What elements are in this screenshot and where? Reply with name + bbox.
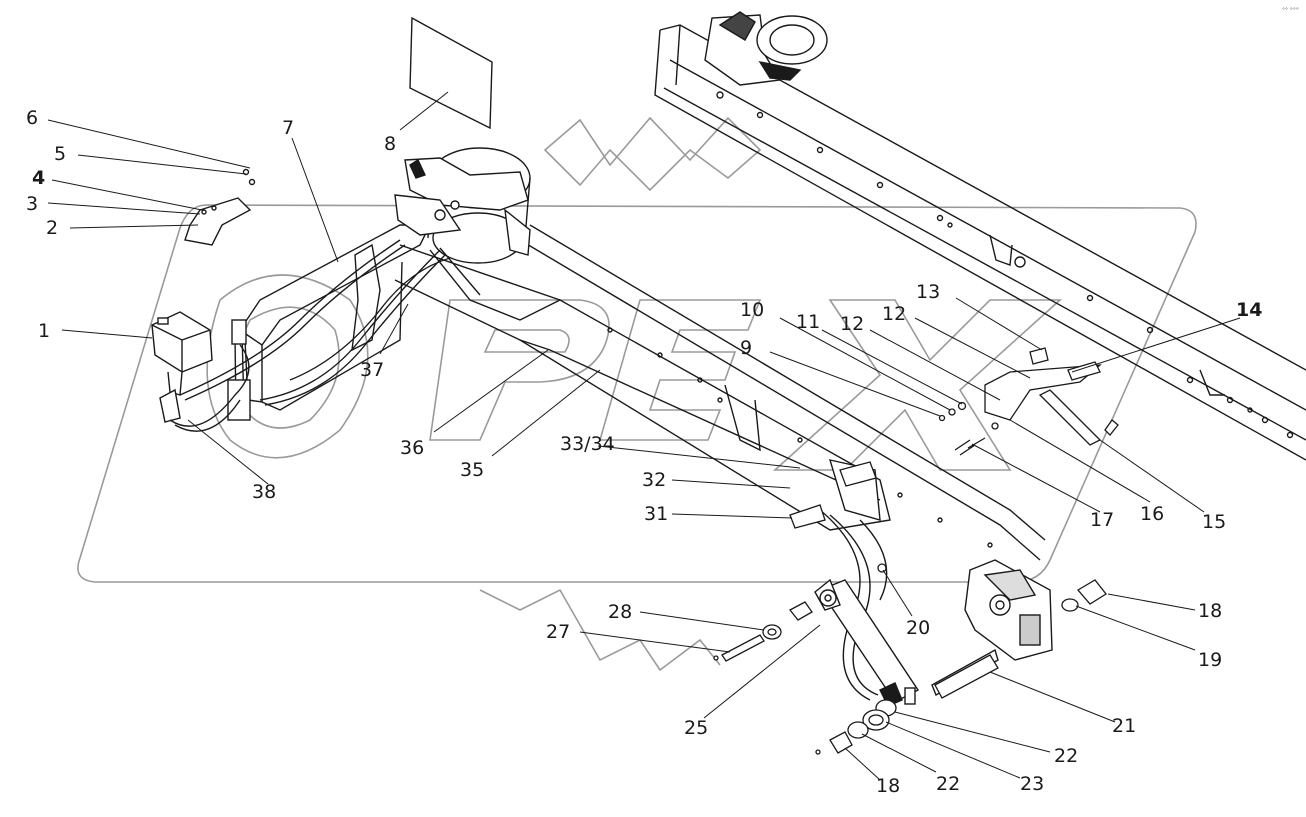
callout-35: 35 (460, 459, 484, 481)
callout-12b: 12 (882, 303, 906, 325)
tilt-frame (227, 224, 432, 421)
callout-31: 31 (644, 503, 668, 525)
callout-37: 37 (360, 359, 384, 381)
callout-25: 25 (684, 717, 708, 739)
callout-20: 20 (906, 617, 930, 639)
callout-22a: 22 (1054, 745, 1078, 767)
callout-6: 6 (26, 107, 38, 129)
callout-27: 27 (546, 621, 570, 643)
callout-36: 36 (400, 437, 424, 459)
tilt-cylinder-25 (814, 578, 920, 707)
callout-11: 11 (796, 311, 820, 333)
callout-23: 23 (1020, 773, 1044, 795)
callout-16: 16 (1140, 503, 1164, 525)
callout-9: 9 (740, 337, 752, 359)
callout-2: 2 (46, 217, 58, 239)
callout-32: 32 (642, 469, 666, 491)
callout-15: 15 (1202, 511, 1226, 533)
corner-mark: °° °°° (1282, 7, 1299, 14)
callout-8: 8 (384, 133, 396, 155)
upper-air-spring-assembly (704, 11, 828, 86)
callout-18a: 18 (1198, 600, 1222, 622)
lower-hinge-bracket (931, 559, 1053, 697)
callout-22b: 22 (936, 773, 960, 795)
hydraulic-pump-assembly (394, 147, 531, 264)
callout-3: 3 (26, 193, 38, 215)
callout-7: 7 (282, 117, 294, 139)
callout-21: 21 (1112, 715, 1136, 737)
callout-38: 38 (252, 481, 276, 503)
callout-17: 17 (1090, 509, 1114, 531)
callout-10: 10 (740, 299, 764, 321)
leader-lines (47, 91, 1241, 781)
callout-12a: 12 (840, 313, 864, 335)
callout-4: 4 (32, 167, 45, 189)
callout-18b: 18 (876, 775, 900, 797)
part-8-plate (409, 16, 493, 130)
callout-13: 13 (916, 281, 940, 303)
callout-5: 5 (54, 143, 66, 165)
main-lift-rail (394, 224, 1046, 561)
callout-labels: 1 2 3 4 5 6 7 8 9 10 11 12 12 13 14 15 1… (26, 107, 1262, 797)
callout-1: 1 (38, 320, 50, 342)
callout-19: 19 (1198, 649, 1222, 671)
callout-28: 28 (608, 601, 632, 623)
frame-rail-right (654, 24, 1306, 461)
callout-33-34: 33/34 (560, 433, 615, 455)
reservoir-and-bracket (151, 168, 256, 423)
small-hardware (713, 347, 1119, 755)
callout-14: 14 (1236, 299, 1262, 321)
